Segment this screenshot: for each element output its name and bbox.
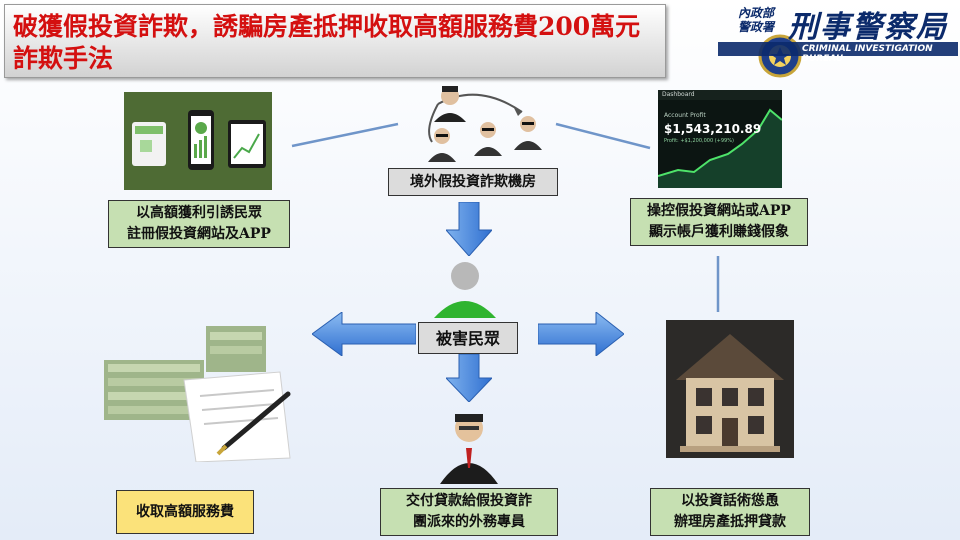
arrow-right-icon: [538, 312, 624, 356]
node-lure: 以高額獲利引誘民眾 註冊假投資網站及APP: [108, 200, 290, 248]
logo-agency-small: 內政部 警政署: [738, 6, 775, 34]
dashboard-sub: Profit: +$1,200,000 (+99%): [664, 138, 734, 144]
dashboard-label: Account Profit: [664, 112, 706, 119]
agent-figure: [474, 122, 502, 156]
money-contract-picture: [104, 320, 294, 462]
dashboard-amount: $1,543,210.89: [664, 122, 762, 136]
police-badge-icon: [718, 34, 958, 78]
node-victim: 被害民眾: [418, 322, 518, 354]
agent-figure: [428, 128, 456, 162]
node-control: 操控假投資網站或APP 顯示帳戶獲利賺錢假象: [630, 198, 808, 246]
node-syndicate: 境外假投資詐欺機房: [388, 168, 558, 196]
logo-agency-english: CRIMINAL INVESTIGATION BUREAU: [802, 44, 933, 64]
node-loan-handover: 交付貸款給假投資詐 團派來的外務專員: [380, 488, 558, 536]
arrow-down-icon: [446, 354, 492, 402]
syndicate-picture: [404, 82, 552, 168]
devices-picture: [124, 92, 272, 190]
profit-dashboard-picture: Dashboard Account Profit $1,543,210.89 P…: [658, 90, 782, 188]
victim-picture: [420, 254, 510, 318]
node-mortgage: 以投資話術慫恿 辦理房產抵押貸款: [650, 488, 810, 536]
page-title: 破獲假投資詐欺，誘騙房產抵押收取高額服務費200萬元詐欺手法: [13, 12, 641, 73]
loan-agent-picture: [434, 404, 504, 484]
connector-syndicate-lure: [291, 122, 399, 148]
dashboard-header: Dashboard: [662, 91, 695, 98]
node-fee: 收取高額服務費: [116, 490, 254, 534]
house-picture: [666, 320, 794, 458]
title-box: 破獲假投資詐欺，誘騙房產抵押收取高額服務費200萬元詐欺手法: [4, 4, 666, 78]
agent-figure: [514, 116, 542, 150]
boss-figure: [434, 86, 466, 122]
arrow-down-icon: [446, 202, 492, 256]
connector-syndicate-control: [555, 122, 651, 150]
logo-agency-main: 刑事警察局: [788, 10, 948, 45]
arrow-left-icon: [312, 312, 416, 356]
agency-logo: 內政部 警政署 刑事警察局 CRIMINAL INVESTIGATION BUR…: [718, 2, 958, 78]
